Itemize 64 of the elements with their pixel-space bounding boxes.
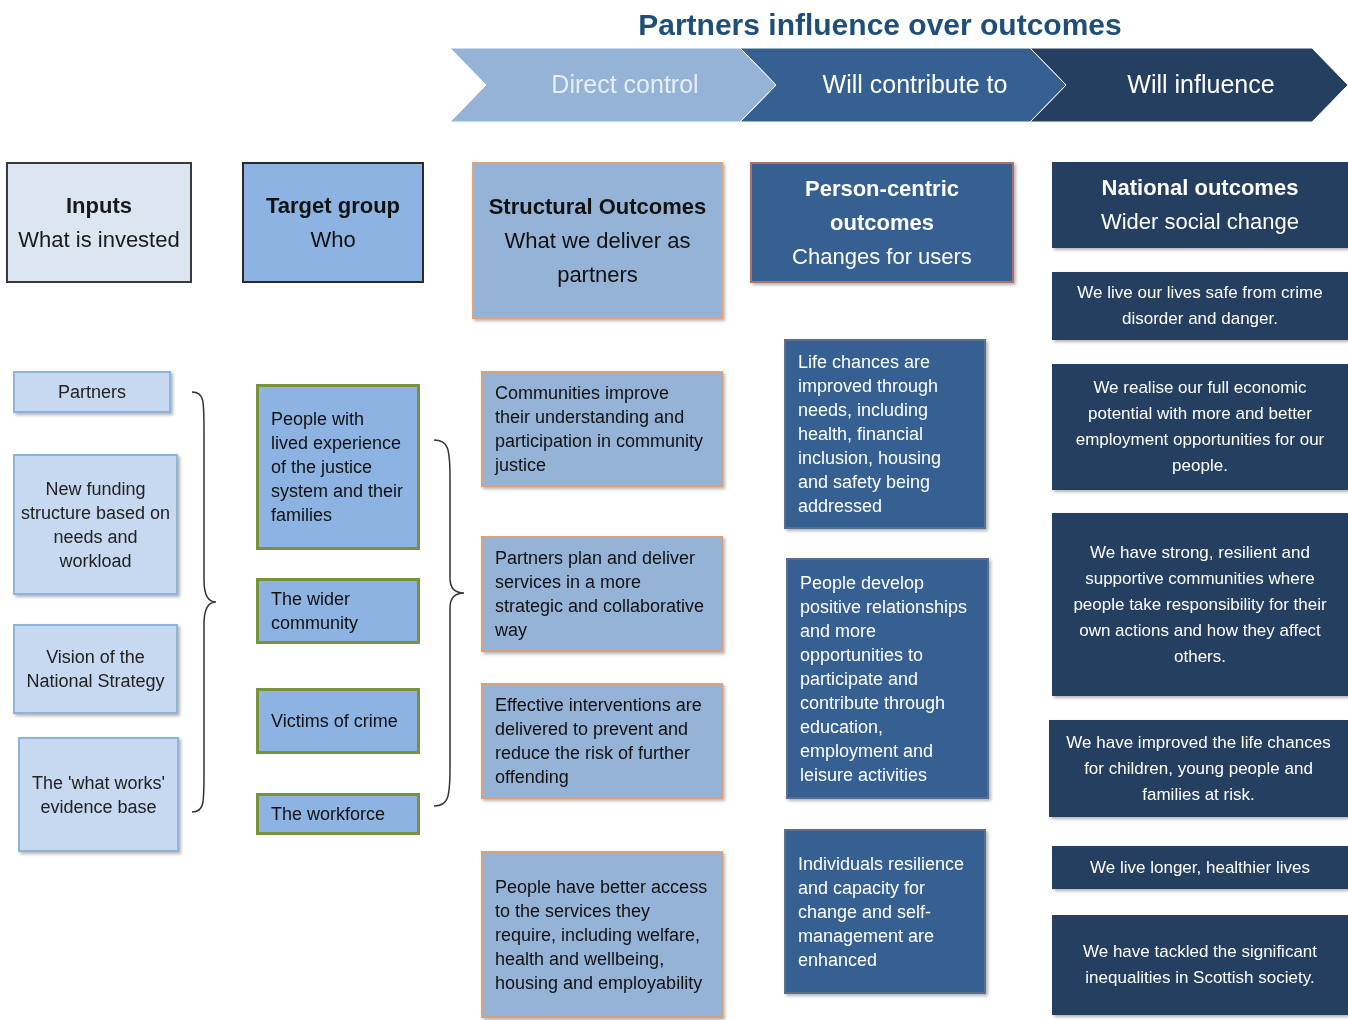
box-text: New funding structure based on needs and workload bbox=[19, 477, 172, 573]
input-box bbox=[13, 371, 171, 413]
stage-banner bbox=[1030, 48, 1348, 122]
national-outcome-box bbox=[1049, 720, 1348, 817]
stage-label: Direct control bbox=[550, 69, 699, 101]
input-box bbox=[13, 624, 178, 714]
input-box bbox=[18, 737, 179, 852]
national-outcome-box bbox=[1052, 272, 1348, 340]
header-subtitle: What is invested bbox=[18, 225, 180, 254]
structural-outcome-box bbox=[481, 371, 723, 487]
stage-banner bbox=[450, 48, 776, 122]
box-text: We have strong, resilient and supportive communities where people take responsibility for their own actions and how they affect others. bbox=[1072, 541, 1328, 668]
header-title: Person-centric outcomes bbox=[803, 174, 961, 237]
box-text: We live our lives safe from crime disorder and danger. bbox=[1076, 282, 1324, 330]
box-text: Individuals resilience and capacity for change and self-management are enhanced bbox=[798, 852, 966, 972]
box-text: We have tackled the significant inequalities in Scottish society. bbox=[1081, 941, 1318, 989]
national-outcome-box bbox=[1052, 846, 1348, 889]
header-title: Inputs bbox=[66, 191, 132, 220]
column-header bbox=[1052, 162, 1348, 248]
diagram-title: Partners influence over outcomes bbox=[637, 7, 1123, 43]
box-text: Communities improve their understanding and participation in community justice bbox=[495, 382, 705, 477]
structural-outcome-box bbox=[481, 683, 723, 799]
box-text: Effective interventions are delivered to prevent and reduce the risk of further offending bbox=[495, 694, 703, 789]
header-subtitle: Wider social change bbox=[1100, 208, 1300, 236]
column-header bbox=[242, 162, 424, 283]
header-title: Target group bbox=[266, 191, 400, 220]
person-centric-outcome-box bbox=[784, 829, 986, 994]
box-text: Life chances are improved through needs, including health, financial inclusion, housing and safety being addressed bbox=[798, 351, 943, 518]
target-group-box bbox=[256, 688, 420, 754]
target-group-box bbox=[256, 578, 420, 644]
box-text: Partners plan and deliver services in a more strategic and collaborative way bbox=[495, 547, 706, 642]
person-centric-outcome-box bbox=[784, 339, 986, 529]
structural-outcome-box bbox=[481, 536, 723, 652]
box-text: People with lived experience of the justice system and their families bbox=[271, 408, 405, 527]
box-text: Victims of crime bbox=[271, 710, 398, 733]
input-box bbox=[13, 454, 178, 595]
stage-label: Will contribute to bbox=[821, 69, 1008, 101]
national-outcome-box bbox=[1052, 364, 1348, 490]
header-title: Structural Outcomes bbox=[488, 192, 707, 221]
national-outcome-box bbox=[1052, 915, 1348, 1015]
person-centric-outcome-box bbox=[786, 558, 989, 799]
box-text: We realise our full economic potential with more and better employment opportunities for our people. bbox=[1074, 377, 1326, 477]
box-text: People have better access to the services they require, including welfare, health and wellbeing, housing and employability bbox=[495, 875, 709, 995]
column-header bbox=[6, 162, 192, 283]
box-text: The 'what works' evidence base bbox=[31, 771, 166, 819]
box-text: People develop positive relationships and more opportunities to participate and contribute through education, employment and leisure activities bbox=[800, 571, 969, 787]
national-outcome-box bbox=[1052, 513, 1348, 696]
target-group-box bbox=[256, 384, 420, 550]
header-title: National outcomes bbox=[1101, 174, 1299, 202]
header-subtitle: Changes for users bbox=[792, 242, 972, 271]
box-text: The wider community bbox=[271, 588, 360, 635]
column-header bbox=[472, 162, 723, 319]
box-text: Partners bbox=[58, 381, 126, 404]
stage-label: Will influence bbox=[1126, 69, 1275, 101]
header-subtitle: Who bbox=[310, 225, 356, 254]
box-text: We live longer, healthier lives bbox=[1090, 856, 1310, 879]
structural-outcome-box bbox=[481, 851, 723, 1018]
header-subtitle: What we deliver as partners bbox=[503, 226, 692, 289]
stage-banner bbox=[740, 48, 1066, 122]
column-header bbox=[750, 162, 1014, 283]
box-text: The workforce bbox=[271, 803, 386, 826]
box-text: We have improved the life chances for children, young people and families at risk. bbox=[1065, 731, 1332, 806]
target-group-box bbox=[256, 793, 420, 835]
box-text: Vision of the National Strategy bbox=[25, 646, 166, 693]
